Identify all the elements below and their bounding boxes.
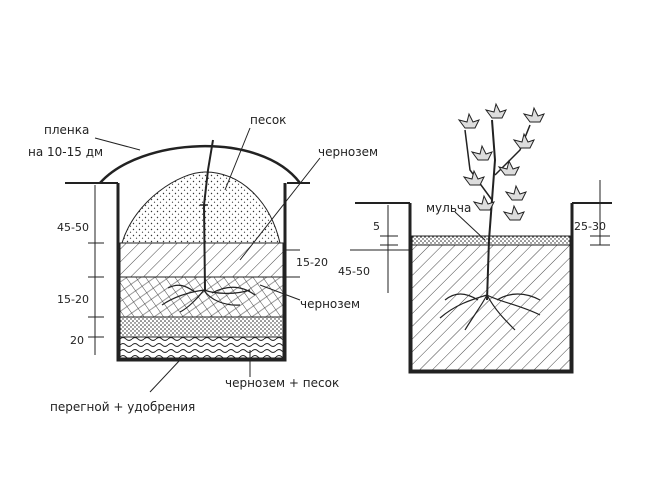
label-chernozem-top: чернозем	[318, 145, 378, 159]
sand-mound	[121, 171, 281, 244]
dim-25-30: 25-30	[574, 220, 606, 233]
plant-branch-right	[494, 124, 531, 176]
dim-5: 5	[373, 220, 380, 233]
plant-branch-left	[464, 129, 493, 201]
roots-left	[161, 284, 256, 313]
layer-chernozem-upper	[119, 242, 284, 278]
roots-right	[439, 293, 541, 331]
dim-45-50-left: 45-50	[57, 221, 89, 234]
layer-chernozem-sand	[119, 316, 284, 338]
label-humus-fertilizer: перегной + удобрения	[50, 400, 195, 414]
label-mulch: мульча	[426, 201, 471, 215]
soil-fill	[411, 244, 571, 371]
layer-humus	[119, 336, 284, 359]
pit-walls-r	[408, 203, 574, 374]
right-pit-figure: мульча 5 25-30 45-50	[338, 102, 612, 374]
label-chernozem-mid: чернозем	[300, 297, 360, 311]
film-arc	[99, 145, 301, 184]
cutting-stem	[202, 139, 214, 291]
pit-walls	[116, 183, 287, 362]
label-film: пленка	[44, 123, 89, 137]
left-leaders	[94, 127, 321, 393]
mulch-layer	[411, 235, 571, 246]
label-chernozem-sand: чернозем + песок	[225, 376, 339, 390]
layer-chernozem-lower	[119, 276, 284, 318]
dim-15-20-right: 15-20	[296, 256, 328, 269]
plant-leaves	[457, 102, 545, 221]
right-dimension-lines	[350, 180, 610, 293]
left-pit-figure: пленка на 10-15 дм песок чернозем черноз…	[28, 113, 378, 414]
label-film-height: на 10-15 дм	[28, 145, 103, 159]
dim-45-50-right: 45-50	[338, 265, 370, 278]
label-sand: песок	[250, 113, 286, 127]
dim-15-20-left: 15-20	[57, 293, 89, 306]
dim-20: 20	[70, 334, 84, 347]
left-dimension-lines	[88, 185, 300, 355]
